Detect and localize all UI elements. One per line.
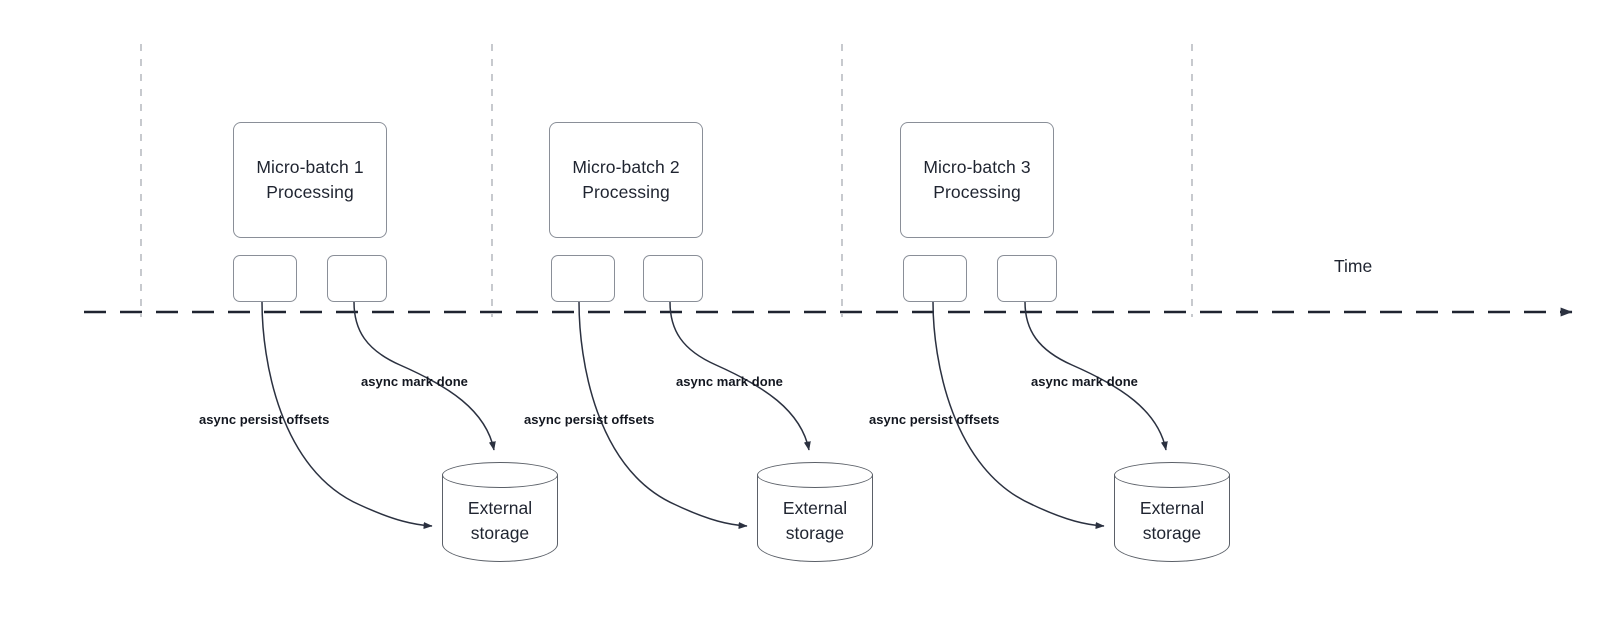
cylinder-body (442, 475, 558, 562)
cylinder-body (757, 475, 873, 562)
cylinder-top-ellipse (442, 462, 558, 488)
micro-batch-1-external-storage[interactable]: External storage (442, 462, 558, 562)
micro-batch-3-task-mark-done[interactable] (997, 255, 1057, 302)
edge-group-batch-2 (578, 301, 811, 529)
external-storage-label-3: External storage (1139, 498, 1205, 543)
edge-group-batch-1 (261, 301, 496, 529)
edge-async-persist-offsets-1 (261, 301, 433, 529)
external-storage-label-1: External storage (467, 498, 533, 543)
time-axis-label: Time (1334, 256, 1373, 276)
cylinder-body (1114, 475, 1230, 562)
edge-async-mark-done-1 (353, 301, 496, 451)
micro-batch-2-task-mark-done[interactable] (643, 255, 703, 302)
edge-async-persist-offsets-3 (932, 301, 1105, 529)
micro-batch-3-task-persist[interactable] (903, 255, 967, 302)
micro-batch-3-processing-box[interactable]: Micro-batch 3 Processing (900, 122, 1054, 238)
micro-batch-1-async-persist-offsets-label: async persist offsets (199, 412, 330, 427)
micro-batch-1-async-mark-done-label: async mark done (361, 374, 468, 389)
cylinder-top-ellipse (757, 462, 873, 488)
external-storage-label-2: External storage (782, 498, 848, 543)
batch-boundary-lines (140, 44, 1193, 317)
micro-batch-2-async-persist-offsets-label: async persist offsets (524, 412, 655, 427)
edge-group-batch-3 (932, 301, 1168, 529)
edge-async-mark-done-2 (669, 301, 811, 451)
micro-batch-1-label: Micro-batch 1 Processing (256, 157, 364, 202)
micro-batch-1-task-mark-done[interactable] (327, 255, 387, 302)
micro-batch-2-label: Micro-batch 2 Processing (572, 157, 680, 202)
micro-batch-2-processing-box[interactable]: Micro-batch 2 Processing (549, 122, 703, 238)
micro-batch-3-label: Micro-batch 3 Processing (923, 157, 1031, 202)
micro-batch-2-task-persist[interactable] (551, 255, 615, 302)
micro-batch-2-external-storage[interactable]: External storage (757, 462, 873, 562)
micro-batch-3-async-mark-done-label: async mark done (1031, 374, 1138, 389)
micro-batch-3-async-persist-offsets-label: async persist offsets (869, 412, 1000, 427)
edge-async-persist-offsets-2 (578, 301, 748, 529)
edge-async-mark-done-3 (1024, 301, 1168, 451)
micro-batch-2-async-mark-done-label: async mark done (676, 374, 783, 389)
micro-batch-1-processing-box[interactable]: Micro-batch 1 Processing (233, 122, 387, 238)
micro-batch-3-external-storage[interactable]: External storage (1114, 462, 1230, 562)
micro-batch-1-task-persist[interactable] (233, 255, 297, 302)
cylinder-top-ellipse (1114, 462, 1230, 488)
